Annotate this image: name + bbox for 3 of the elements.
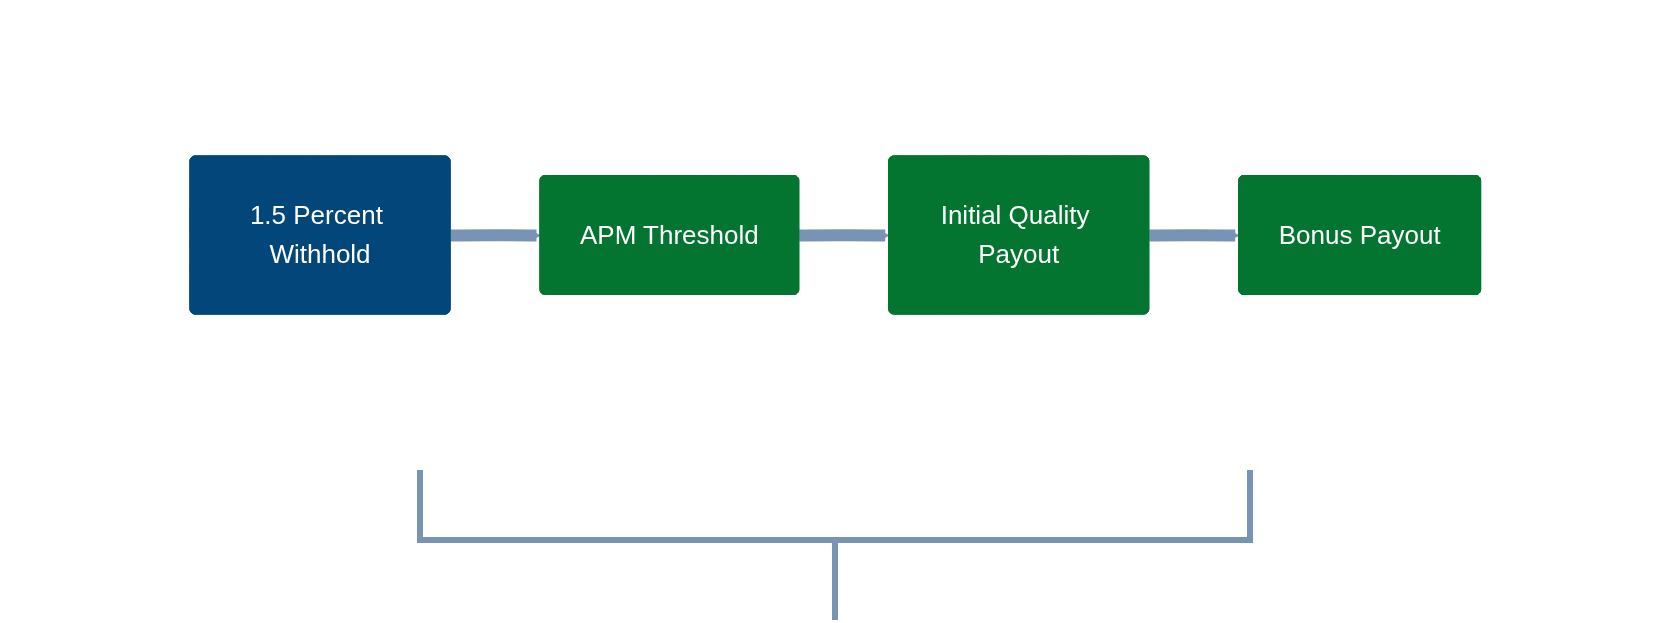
arrow (799, 229, 890, 242)
arrow (450, 229, 542, 242)
arrow (1149, 229, 1240, 242)
